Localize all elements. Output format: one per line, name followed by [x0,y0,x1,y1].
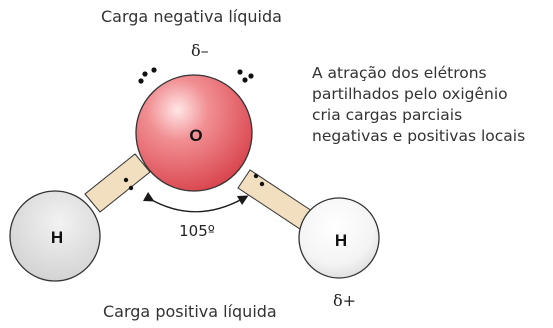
positive-charge-caption: Carga positiva líquida [103,302,277,321]
partial-negative-symbol: δ– [191,41,209,60]
explanation-line: partilhados pelo oxigênio [312,85,508,103]
hydrogen-right-label: H [335,231,347,250]
explanation-line: negativas e positivas locais [312,127,526,145]
lone-pair-left [138,67,157,84]
negative-charge-caption: Carga negativa líquida [101,7,282,26]
bond-electrons-right [253,173,265,187]
bond-electrons-left [123,177,134,191]
bond-angle-label: 105º [179,222,215,240]
partial-positive-symbol: δ+ [333,291,357,310]
oxygen-atom: O [135,74,253,192]
explanation-line: cria cargas parciais [312,106,463,124]
bond-right [237,169,313,230]
explanation-line: A atração dos elétrons [312,64,487,82]
oxygen-label: O [189,126,202,145]
lone-pair-right [237,69,254,83]
hydrogen-atom-right: H [298,197,380,279]
bond-angle-arrow [142,191,249,213]
hydrogen-left-label: H [51,228,63,247]
explanation-text: A atração dos elétrons partilhados pelo … [312,63,552,147]
bond-left [84,153,151,213]
hydrogen-atom-left: H [9,190,101,282]
